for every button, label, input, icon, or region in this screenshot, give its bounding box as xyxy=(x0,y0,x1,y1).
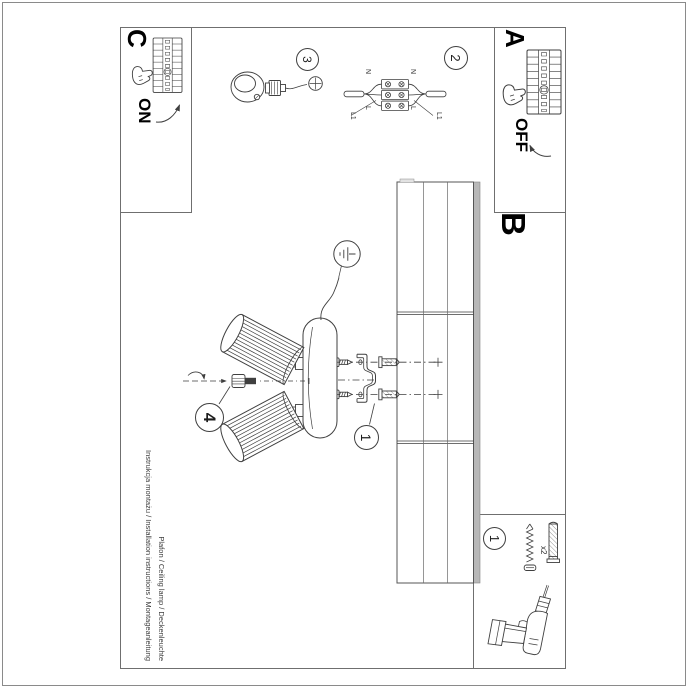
pointing-hand-icon xyxy=(502,84,526,106)
step-3-badge: 3 xyxy=(296,48,319,71)
footer-text: Plafon / Ceiling lamp / Deckenleuchte In… xyxy=(142,450,168,661)
section-a-label: A xyxy=(500,29,530,48)
breaker-panel-icon xyxy=(152,37,183,93)
wire-label-n-top: N xyxy=(409,69,416,75)
ceiling-panel-drawing xyxy=(396,178,481,584)
step-1-badge: 1 xyxy=(354,425,379,450)
power-on-label: ON xyxy=(135,98,154,124)
cable-gland-drawing xyxy=(230,71,323,103)
lamp-shade-right xyxy=(220,390,305,463)
switch-off-arrow-icon xyxy=(529,144,552,157)
step-2-badge: 2 xyxy=(444,46,468,70)
wire-label-l-top: L xyxy=(409,106,416,110)
section-c-label: C xyxy=(122,29,152,48)
section-b-label: B xyxy=(495,212,532,236)
breaker-panel-icon xyxy=(526,49,562,115)
wire-label-l-bottom: L xyxy=(364,106,371,110)
product-name-line: Plafon / Ceiling lamp / Deckenleuchte xyxy=(157,536,166,661)
step-4-badge: 4 xyxy=(195,403,224,432)
locking-knob-drawing xyxy=(183,371,305,405)
mounting-bracket-drawing xyxy=(356,353,376,425)
wall-plug-icon xyxy=(378,356,400,401)
wall-plug-icon xyxy=(548,521,558,525)
kit-step-1-badge: 1 xyxy=(483,527,506,550)
earth-symbol-icon xyxy=(320,240,361,321)
kit-quantity-label: x2 xyxy=(539,546,548,555)
screw-icon xyxy=(523,523,537,571)
wire-label-l1-top: L1 xyxy=(435,112,442,120)
terminal-block-drawing xyxy=(343,79,447,116)
rotate-arrow-icon xyxy=(187,371,206,380)
drill-icon xyxy=(487,584,552,656)
mounting-screw-icon xyxy=(334,357,354,400)
switch-on-arrow-icon xyxy=(155,104,180,123)
pointing-hand-icon xyxy=(131,66,153,85)
breaker-on-illustration xyxy=(131,37,183,123)
kit-hardware-drawing xyxy=(487,521,560,656)
lamp-shade-left xyxy=(220,313,305,386)
breaker-off-illustration xyxy=(502,49,562,157)
lamp-drawing xyxy=(220,313,338,463)
power-off-label: OFF xyxy=(512,118,531,152)
instructions-title-line: Instrukcja montażu / Installation instru… xyxy=(144,450,153,661)
wire-label-n-bottom: N xyxy=(364,69,371,75)
wire-label-l1-bottom: L1 xyxy=(349,112,356,120)
